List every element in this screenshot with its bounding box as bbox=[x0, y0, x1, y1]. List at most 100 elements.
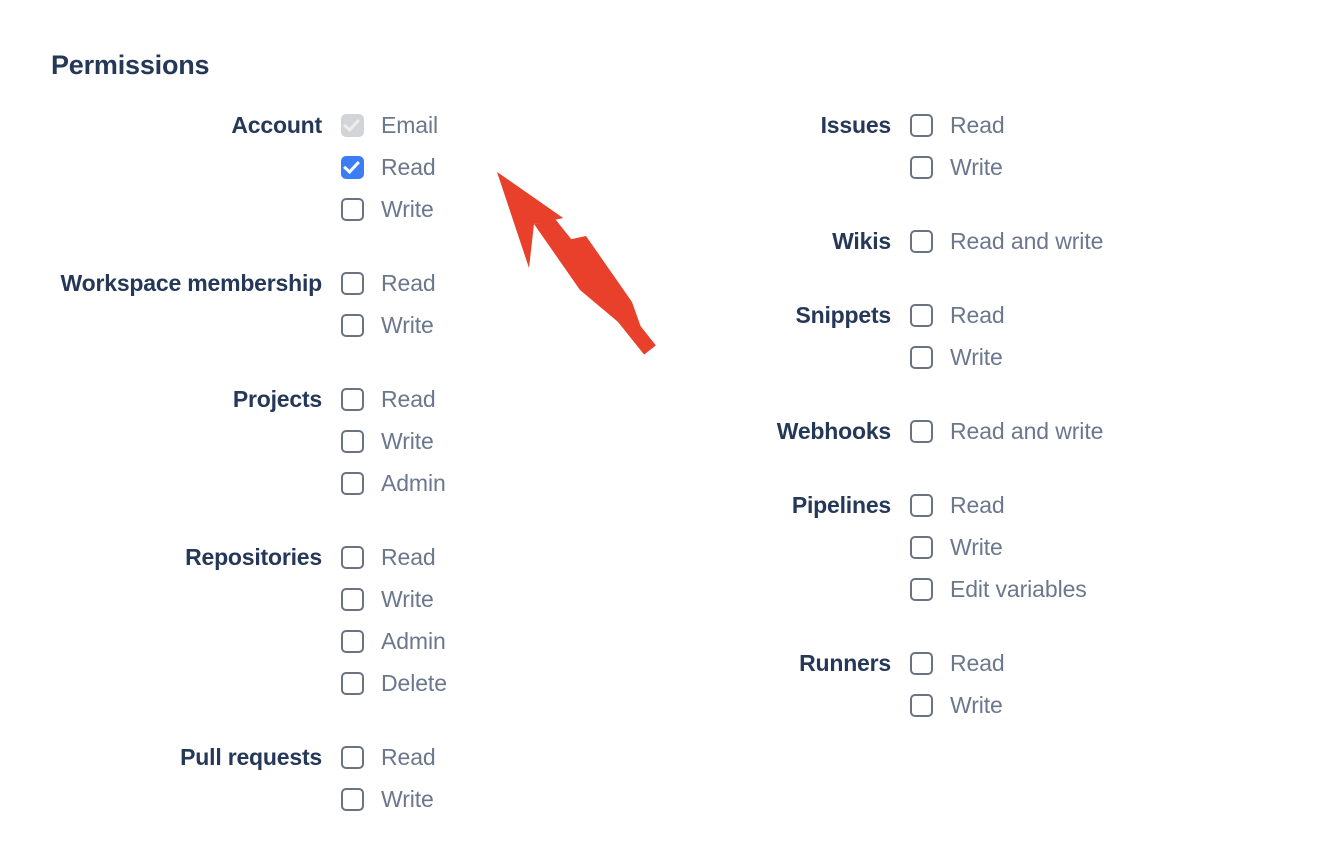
check-icon bbox=[343, 114, 360, 132]
permission-option-label: Read bbox=[950, 111, 1005, 138]
checkbox-projects-admin[interactable] bbox=[341, 471, 364, 495]
permission-option-row[interactable]: Read bbox=[341, 378, 660, 420]
checkbox-repositories-write[interactable] bbox=[341, 587, 364, 611]
permission-group-label: Issues bbox=[820, 112, 892, 138]
checkbox-projects-read[interactable] bbox=[341, 387, 364, 411]
checkbox-webhooks-read-and-write[interactable] bbox=[910, 419, 933, 443]
permission-option-label: Read bbox=[950, 649, 1005, 676]
permission-group-label: Webhooks bbox=[776, 418, 891, 444]
permission-group-label: Account bbox=[231, 112, 322, 138]
permission-group-label: Projects bbox=[232, 386, 322, 412]
permission-group-label: Repositories bbox=[185, 544, 322, 570]
permission-option-row[interactable]: Write bbox=[910, 336, 1310, 378]
checkbox-pipelines-edit-variables[interactable] bbox=[910, 577, 933, 601]
permission-option-row[interactable]: Read bbox=[910, 484, 1310, 526]
permission-option-row[interactable]: Write bbox=[341, 578, 660, 620]
checkbox-projects-write[interactable] bbox=[341, 429, 364, 453]
permission-group-label: Runners bbox=[799, 650, 891, 676]
permission-option-row[interactable]: Read bbox=[341, 262, 660, 304]
permission-option-label: Write bbox=[381, 427, 434, 454]
checkbox-account-read[interactable] bbox=[341, 155, 364, 179]
checkbox-issues-read[interactable] bbox=[910, 113, 933, 137]
permission-option-label: Email bbox=[381, 111, 439, 138]
permission-option-label: Write bbox=[950, 533, 1003, 560]
permission-option-row[interactable]: Write bbox=[341, 778, 660, 820]
permission-group-label: Wikis bbox=[832, 228, 891, 254]
permission-option-row[interactable]: Read bbox=[341, 736, 660, 778]
permission-option-row[interactable]: Edit variables bbox=[910, 568, 1310, 610]
checkbox-repositories-delete[interactable] bbox=[341, 671, 364, 695]
checkbox-pull-requests-write[interactable] bbox=[341, 787, 364, 811]
checkbox-snippets-read[interactable] bbox=[910, 303, 933, 327]
permission-option-row[interactable]: Read and write bbox=[910, 220, 1310, 262]
page-title: Permissions bbox=[51, 50, 210, 80]
checkbox-account-email bbox=[341, 113, 364, 137]
permission-option-row[interactable]: Admin bbox=[341, 620, 660, 662]
permission-option-row[interactable]: Write bbox=[910, 146, 1310, 188]
permission-option-label: Admin bbox=[381, 469, 446, 496]
permission-option-row[interactable]: Read bbox=[910, 104, 1310, 146]
permission-option-row[interactable]: Read bbox=[910, 642, 1310, 684]
permission-option-row[interactable]: Write bbox=[910, 684, 1310, 726]
permission-option-row[interactable]: Read bbox=[910, 294, 1310, 336]
permission-option-row[interactable]: Read bbox=[341, 536, 660, 578]
permission-option-label: Write bbox=[381, 585, 434, 612]
checkbox-wikis-read-and-write[interactable] bbox=[910, 229, 933, 253]
permission-option-label: Delete bbox=[381, 669, 447, 696]
permission-option-row[interactable]: Read bbox=[341, 146, 660, 188]
checkbox-runners-read[interactable] bbox=[910, 651, 933, 675]
permission-option-label: Read bbox=[950, 491, 1005, 518]
permission-option-row[interactable]: Write bbox=[910, 526, 1310, 568]
check-icon bbox=[343, 156, 360, 174]
permission-option-row[interactable]: Write bbox=[341, 304, 660, 346]
permission-option-label: Read bbox=[950, 301, 1005, 328]
permission-option-label: Read bbox=[381, 153, 436, 180]
permission-option-label: Write bbox=[381, 195, 434, 222]
permission-group-label: Snippets bbox=[795, 302, 891, 328]
permission-option-label: Admin bbox=[381, 627, 446, 654]
checkbox-repositories-read[interactable] bbox=[341, 545, 364, 569]
permission-option-label: Write bbox=[950, 153, 1003, 180]
permission-option-list: Read and write bbox=[910, 410, 1310, 452]
checkbox-pipelines-read[interactable] bbox=[910, 493, 933, 517]
permission-option-list: Read and write bbox=[910, 220, 1310, 262]
permission-option-row[interactable]: Admin bbox=[341, 462, 660, 504]
checkbox-pipelines-write[interactable] bbox=[910, 535, 933, 559]
permission-option-row[interactable]: Email bbox=[341, 104, 660, 146]
permission-option-row[interactable]: Write bbox=[341, 188, 660, 230]
checkbox-issues-write[interactable] bbox=[910, 155, 933, 179]
checkbox-pull-requests-read[interactable] bbox=[341, 745, 364, 769]
permission-group-label: Pipelines bbox=[791, 492, 891, 518]
permission-option-row[interactable]: Read and write bbox=[910, 410, 1310, 452]
permission-option-label: Read bbox=[381, 385, 436, 412]
permission-option-row[interactable]: Write bbox=[341, 420, 660, 462]
checkbox-account-write[interactable] bbox=[341, 197, 364, 221]
permission-option-row[interactable]: Delete bbox=[341, 662, 660, 704]
checkbox-runners-write[interactable] bbox=[910, 693, 933, 717]
permission-group: Wikis Read and write bbox=[610, 220, 1310, 262]
checkbox-workspace-membership-write[interactable] bbox=[341, 313, 364, 337]
permission-option-label: Write bbox=[381, 785, 434, 812]
permission-group: Webhooks Read and write bbox=[610, 410, 1310, 452]
checkbox-workspace-membership-read[interactable] bbox=[341, 271, 364, 295]
checkbox-repositories-admin[interactable] bbox=[341, 629, 364, 653]
checkbox-snippets-write[interactable] bbox=[910, 345, 933, 369]
permission-group-label: Pull requests bbox=[180, 744, 322, 770]
